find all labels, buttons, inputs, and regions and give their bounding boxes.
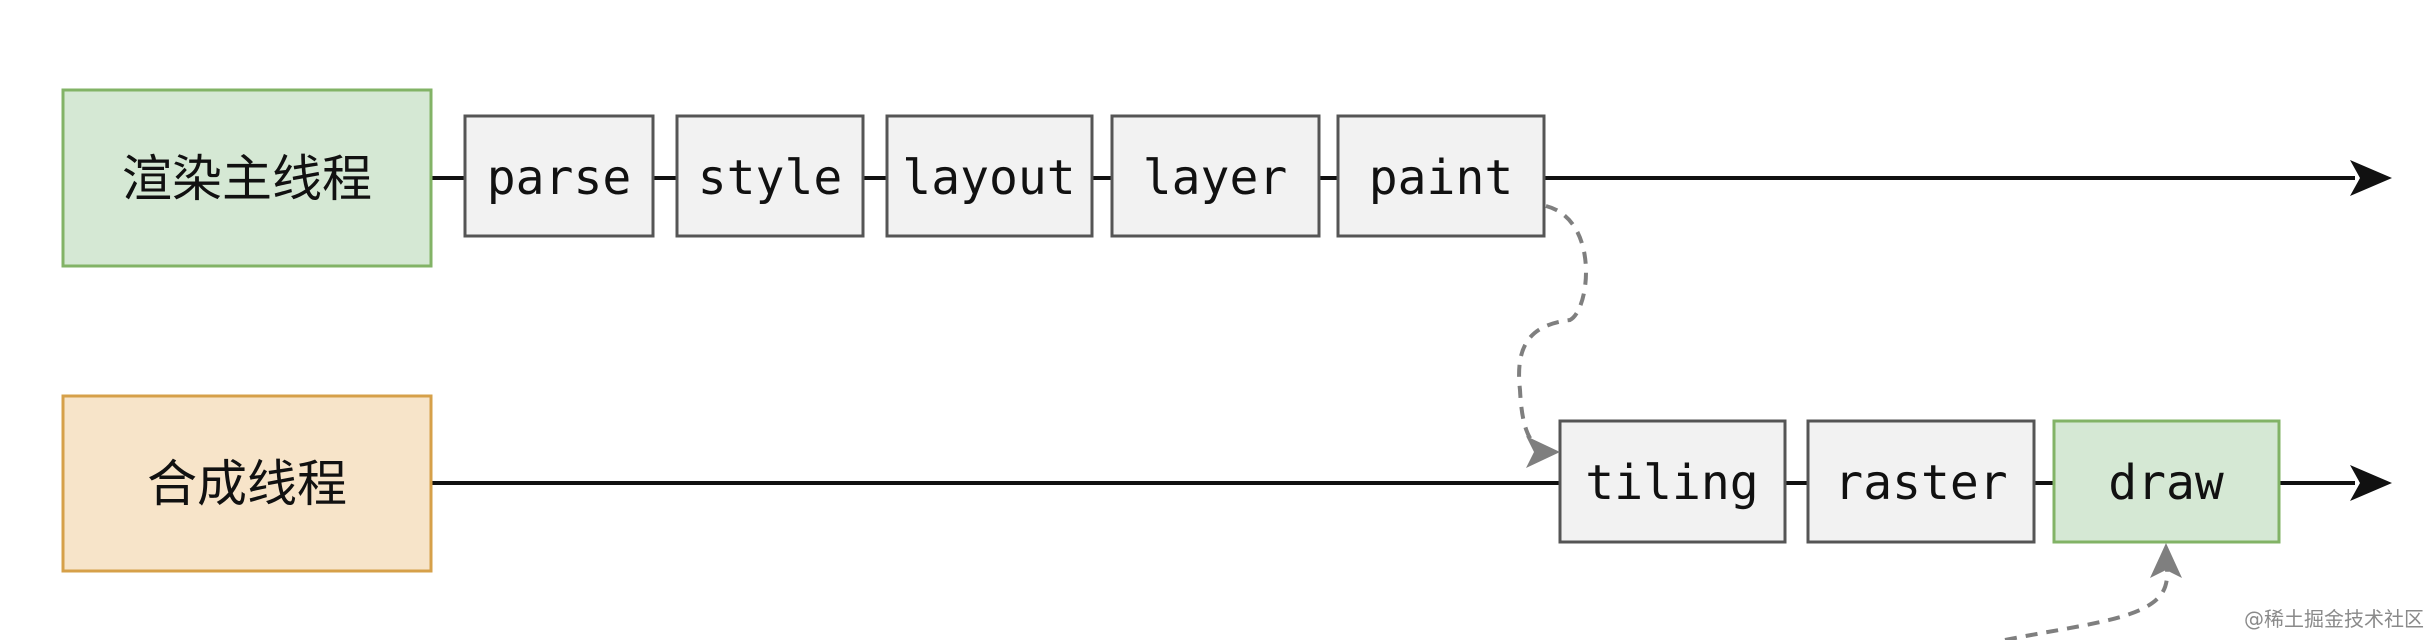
stage-draw-label: draw: [2108, 455, 2224, 511]
stage-parse-label: parse: [487, 150, 632, 206]
stage-style-label: style: [698, 150, 843, 206]
stage-parse: parse: [463, 114, 655, 238]
stage-paint: paint: [1336, 114, 1546, 238]
paint-to-tiling-dashed-curve: [1517, 204, 1588, 454]
stage-tiling: tiling: [1558, 419, 1787, 544]
watermark-text: @稀土掘金技术社区: [2244, 607, 2424, 631]
main-thread-box: [61, 88, 433, 268]
paint-to-tiling-arrowhead: [1526, 436, 1560, 468]
paint-to-tiling-connector: [1517, 204, 1588, 468]
stage-layer: layer: [1110, 114, 1321, 238]
stage-layout-label: layout: [902, 150, 1075, 206]
into-draw-connector: [2004, 543, 2182, 640]
stage-raster-label: raster: [1834, 455, 2007, 511]
main-thread-row: 渲染主线程 parse style layout layer paint: [61, 88, 2392, 268]
stage-layout: layout: [885, 114, 1094, 238]
stage-raster: raster: [1806, 419, 2036, 544]
compositor-thread-label: 合成线程: [147, 455, 347, 513]
compositor-thread-arrowhead: [2350, 465, 2392, 501]
stage-layer-label: layer: [1143, 150, 1288, 206]
compositor-thread-box: [61, 394, 433, 573]
stage-draw: draw: [2052, 419, 2281, 544]
stage-tiling-label: tiling: [1585, 455, 1758, 511]
stage-style: style: [675, 114, 865, 238]
stage-paint-label: paint: [1369, 150, 1514, 206]
main-thread-label: 渲染主线程: [122, 150, 372, 208]
into-draw-dashed-curve: [2004, 557, 2170, 640]
compositor-thread-row: 合成线程 tiling raster draw: [61, 394, 2392, 573]
main-thread-arrowhead: [2350, 160, 2392, 196]
into-draw-arrowhead: [2150, 543, 2182, 578]
